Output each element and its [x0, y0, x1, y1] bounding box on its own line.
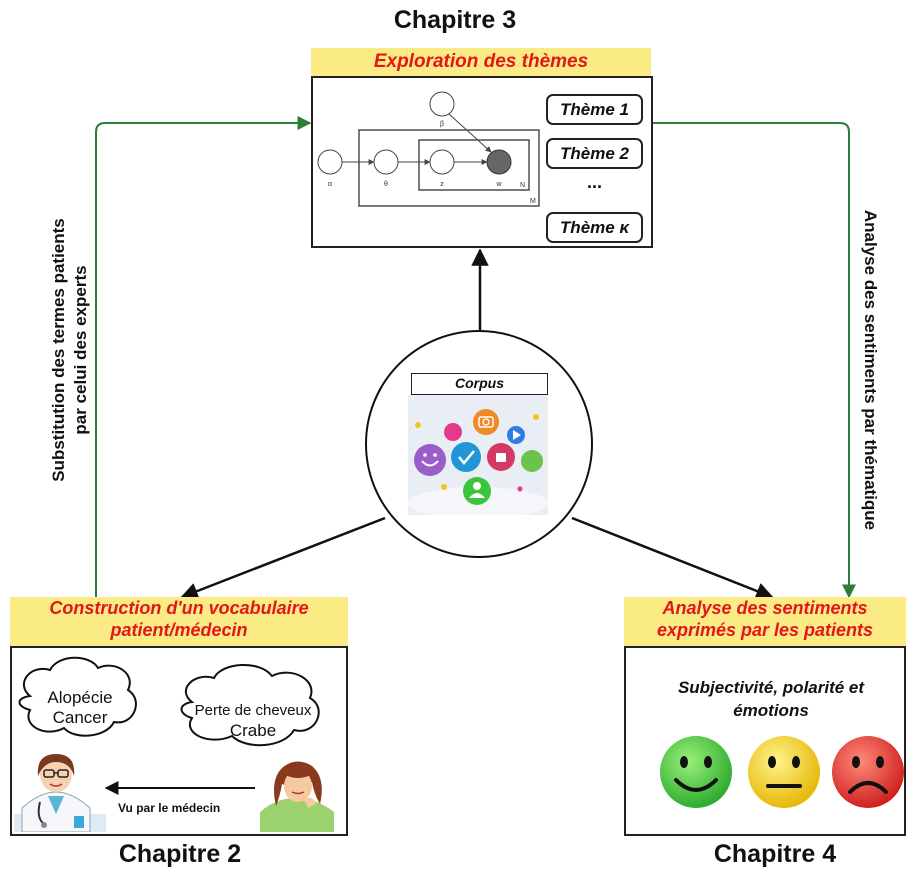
node-z — [429, 149, 455, 175]
label-alpha: α — [328, 181, 332, 188]
cloud-1-text: Alopécie Cancer — [20, 688, 140, 728]
left-side-label-line2: par celui des experts — [71, 265, 90, 435]
user-bubble-icon — [463, 477, 491, 505]
right-panel-title: Analyse des sentiments exprimés par les … — [624, 597, 906, 646]
right-panel-title-line1: Analyse des sentiments — [662, 598, 868, 618]
corpus-to-right-arrow — [571, 516, 774, 600]
right-panel-subtitle-line1: Subjectivité, polarité et — [677, 678, 865, 697]
cloud-2-text: Perte de cheveux Crabe — [178, 701, 328, 741]
chapter-2-heading: Chapitre 2 — [118, 840, 242, 868]
left-panel-title-line1: Construction d'un vocabulaire — [49, 598, 309, 618]
cloud-1-shape — [18, 656, 137, 737]
plate-outer — [358, 129, 540, 207]
vu-par-medecin-arrow — [104, 781, 255, 795]
plate-inner — [418, 139, 530, 191]
theme-1-box: Thème 1 — [546, 94, 643, 125]
sad-face-icon — [832, 736, 904, 808]
social-media-bubbles — [408, 395, 548, 515]
corpus-to-left-arrow — [180, 516, 386, 600]
right-panel-subtitle-line2: émotions — [733, 701, 809, 720]
label-plate-n: N — [520, 182, 525, 189]
doctor-illustration — [14, 754, 106, 832]
chapter-4-heading: Chapitre 4 — [713, 840, 837, 868]
right-panel-title-line2: exprimés par les patients — [656, 619, 874, 640]
node-alpha — [317, 149, 343, 175]
cloud-2-line1: Perte de cheveux — [194, 702, 312, 719]
right-green-connector — [653, 122, 856, 599]
node-beta — [429, 91, 455, 117]
node-w — [486, 149, 512, 175]
corpus-label: Corpus — [411, 373, 548, 395]
vu-par-medecin-caption: Vu par le médecin — [118, 801, 221, 815]
theme-2-box: Thème 2 — [546, 138, 643, 169]
label-plate-m: M — [530, 198, 536, 205]
left-side-label-line1: Substitution des termes patients — [49, 218, 68, 482]
label-z: z — [440, 181, 444, 188]
cloud-1-line1: Alopécie — [47, 688, 113, 707]
happy-face-icon — [660, 736, 732, 808]
neutral-face-icon — [748, 736, 820, 808]
right-panel-subtitle: Subjectivité, polarité et émotions — [640, 676, 902, 722]
left-green-connector — [95, 116, 312, 597]
chapter-3-heading: Chapitre 3 — [393, 6, 517, 34]
lda-plate-diagram: α θ z w β N M — [317, 91, 540, 207]
label-theta: θ — [384, 181, 388, 188]
top-panel-title: Exploration des thèmes — [311, 48, 651, 76]
cloud-2-shape — [180, 663, 320, 747]
node-theta — [373, 149, 399, 175]
theme-ellipsis: ... — [586, 172, 602, 192]
right-side-label-text: Analyse des sentiments par thématique — [861, 209, 880, 531]
emotion-smileys — [660, 736, 904, 808]
check-bubble-icon — [451, 442, 481, 472]
heart-bubble-icon — [444, 423, 462, 441]
label-w: w — [495, 181, 502, 188]
left-panel-title: Construction d'un vocabulaire patient/mé… — [10, 597, 348, 646]
music-bubble-icon — [521, 450, 543, 472]
patient-illustration — [260, 761, 334, 832]
camera-bubble-icon — [473, 409, 499, 435]
smile-bubble-icon — [414, 444, 446, 476]
theme-k-box: Thème κ — [546, 212, 643, 243]
cloud-2-line2: Crabe — [229, 721, 277, 740]
cloud-1-line2: Cancer — [52, 708, 108, 727]
label-beta: β — [440, 121, 444, 128]
cloud-shapes-left — [18, 656, 320, 747]
left-panel-title-line2: patient/médecin — [110, 619, 248, 640]
